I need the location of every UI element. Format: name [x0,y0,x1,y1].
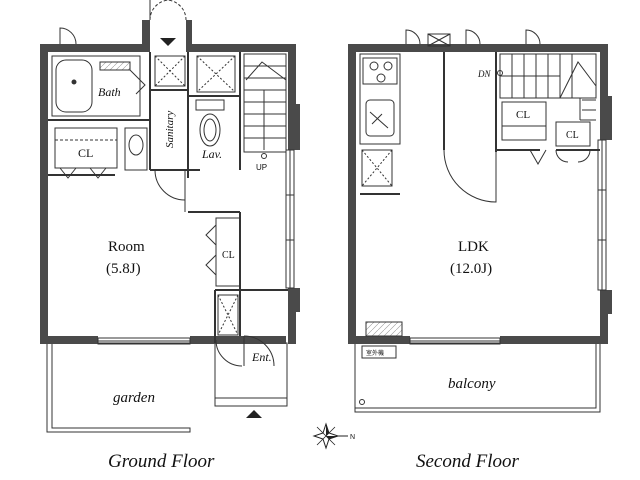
room-size-label: (5.8J) [106,261,141,277]
labels: Bath Sanitary Lav. CL CL Room (5.8J) Ent… [78,69,579,472]
stair-down-marker [497,70,503,76]
second-floor-stairs [499,53,597,121]
outdoor-ac-unit [361,321,403,359]
garden-window [97,337,191,345]
ground-floor-doors [59,0,275,367]
ldk-name-label: LDK [458,239,489,255]
second-closet-b [555,121,591,163]
entrance-arrow-icon [160,38,176,46]
balcony-window [409,337,501,345]
entrance-porch [214,342,288,407]
approach-arrow-icon [246,410,262,418]
sanitary-label: Sanitary [164,111,176,148]
ground-closet-hall [205,217,241,287]
refrigerator-space [360,149,400,195]
kitchen-counter [359,53,401,145]
garden-boundary [46,342,191,433]
ground-floor-plan [40,0,300,433]
washing-machine-pan [154,55,236,93]
closet-a-label: CL [516,109,530,121]
lav-label: Lav. [201,147,222,161]
top-vent [427,33,451,47]
closet-b-label: CL [566,130,579,141]
partition-door-swing [443,149,497,203]
ground-floor-stairs [243,53,287,159]
second-floor-walls [348,44,612,344]
ground-floor-walls [40,20,300,344]
compass-rose-icon: N [312,422,355,450]
ldk-size-label: (12.0J) [450,261,492,277]
closet-hall-label: CL [222,250,235,261]
second-closet-a [501,101,547,166]
north-label: N [350,434,355,441]
second-floor-plan [348,29,612,413]
second-floor-interior-walls [443,52,600,152]
second-floor-right-windows [597,139,607,291]
ground-floor-caption: Ground Floor [108,451,215,472]
outdoor-unit-label: 室外機 [366,349,384,357]
shoe-box [217,294,239,336]
bathtub [51,55,146,117]
second-floor-top-doors [405,29,541,45]
stair-up-label: UP [256,163,267,172]
washbasin [124,127,148,171]
ground-floor-right-windows [285,149,295,289]
entrance-label: Ent. [251,350,272,364]
ground-closet-left [54,127,118,179]
second-floor-caption: Second Floor [416,451,520,472]
toilet [195,99,225,147]
stair-down-label: DN [477,69,491,79]
bath-label: Bath [98,85,121,99]
room-name-label: Room [108,239,145,255]
ground-floor-interior-walls [48,52,288,343]
balcony-label: balcony [448,376,496,392]
garden-label: garden [113,390,155,406]
closet-left-label: CL [78,146,93,160]
